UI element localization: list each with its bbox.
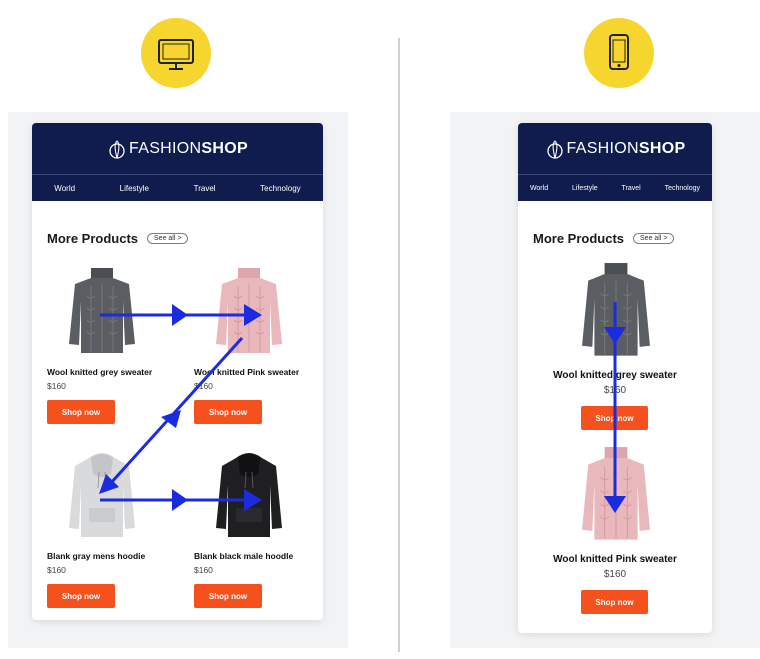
see-all-button[interactable]: See all > bbox=[147, 233, 189, 244]
shop-now-button[interactable]: Shop now bbox=[47, 400, 115, 424]
see-all-button[interactable]: See all > bbox=[633, 233, 675, 244]
product-card: Wool knitted grey sweater $160 Shop now bbox=[47, 266, 167, 446]
product-card: Wool knitted Pink sweater $160 Shop now bbox=[194, 266, 314, 446]
logo-text-bold: SHOP bbox=[638, 139, 686, 157]
logo-icon bbox=[109, 139, 125, 159]
header: FASHIONSHOP World Lifestyle Travel Techn… bbox=[32, 123, 323, 201]
shop-now-button[interactable]: Shop now bbox=[581, 406, 648, 430]
product-price: $160 bbox=[47, 565, 66, 575]
product-price: $160 bbox=[194, 381, 213, 391]
smartphone-icon bbox=[609, 34, 629, 70]
logo[interactable]: FASHIONSHOP bbox=[518, 123, 712, 174]
nav-item-lifestyle[interactable]: Lifestyle bbox=[571, 184, 598, 192]
logo-icon bbox=[546, 139, 563, 159]
nav-item-world[interactable]: World bbox=[529, 184, 549, 192]
product-name: Blank gray mens hoodie bbox=[47, 551, 146, 561]
mobile-email-preview: FASHIONSHOP World Lifestyle Travel Techn… bbox=[518, 123, 712, 633]
logo-text: FASHIONSHOP bbox=[567, 140, 686, 158]
monitor-icon bbox=[158, 39, 194, 70]
black-hoodie-image[interactable] bbox=[214, 450, 284, 542]
nav-bar: World Lifestyle Travel Technology bbox=[32, 174, 323, 201]
product-name: Blank black male hoodle bbox=[194, 551, 294, 561]
product-name: Wool knitted grey sweater bbox=[553, 370, 677, 381]
logo-text: FASHIONSHOP bbox=[129, 140, 248, 158]
mobile-badge bbox=[584, 18, 654, 88]
logo-text-light: FASHION bbox=[566, 139, 639, 157]
logo-text-light: FASHION bbox=[129, 139, 202, 157]
gray-hoodie-image[interactable] bbox=[67, 450, 137, 542]
nav-item-technology[interactable]: Technology bbox=[664, 184, 701, 192]
product-name: Wool knitted Pink sweater bbox=[553, 554, 677, 565]
nav-item-world[interactable]: World bbox=[54, 183, 76, 193]
product-card: Wool knitted Pink sweater $160 Shop now bbox=[518, 445, 712, 625]
section-header: More Products See all > bbox=[533, 231, 675, 246]
section-header: More Products See all > bbox=[47, 231, 189, 246]
nav-item-lifestyle[interactable]: Lifestyle bbox=[119, 183, 150, 193]
shop-now-button[interactable]: Shop now bbox=[581, 590, 648, 614]
product-card: Blank black male hoodle $160 Shop now bbox=[194, 450, 314, 620]
header: FASHIONSHOP World Lifestyle Travel Techn… bbox=[518, 123, 712, 201]
section-title: More Products bbox=[47, 231, 139, 246]
product-price: $160 bbox=[194, 565, 213, 575]
nav-item-travel[interactable]: Travel bbox=[621, 184, 641, 192]
nav-bar: World Lifestyle Travel Technology bbox=[518, 174, 712, 201]
desktop-badge bbox=[141, 18, 211, 88]
pink-sweater-image[interactable] bbox=[214, 266, 284, 358]
grey-sweater-image[interactable] bbox=[67, 266, 137, 358]
product-price: $160 bbox=[603, 569, 627, 580]
product-price: $160 bbox=[603, 385, 627, 396]
desktop-email-preview: FASHIONSHOP World Lifestyle Travel Techn… bbox=[32, 123, 323, 620]
product-card: Blank gray mens hoodie $160 Shop now bbox=[47, 450, 167, 620]
shop-now-button[interactable]: Shop now bbox=[47, 584, 115, 608]
product-price: $160 bbox=[47, 381, 66, 391]
section-title: More Products bbox=[533, 231, 625, 246]
grey-sweater-image[interactable] bbox=[580, 261, 652, 361]
nav-item-technology[interactable]: Technology bbox=[260, 183, 301, 193]
shop-now-button[interactable]: Shop now bbox=[194, 584, 262, 608]
logo-text-bold: SHOP bbox=[201, 139, 248, 157]
nav-item-travel[interactable]: Travel bbox=[193, 183, 216, 193]
shop-now-button[interactable]: Shop now bbox=[194, 400, 262, 424]
product-card: Wool knitted grey sweater $160 Shop now bbox=[518, 261, 712, 441]
divider bbox=[398, 38, 400, 652]
product-name: Wool knitted grey sweater bbox=[47, 367, 153, 377]
pink-sweater-image[interactable] bbox=[580, 445, 652, 545]
product-name: Wool knitted Pink sweater bbox=[194, 367, 300, 377]
logo[interactable]: FASHIONSHOP bbox=[32, 123, 323, 174]
